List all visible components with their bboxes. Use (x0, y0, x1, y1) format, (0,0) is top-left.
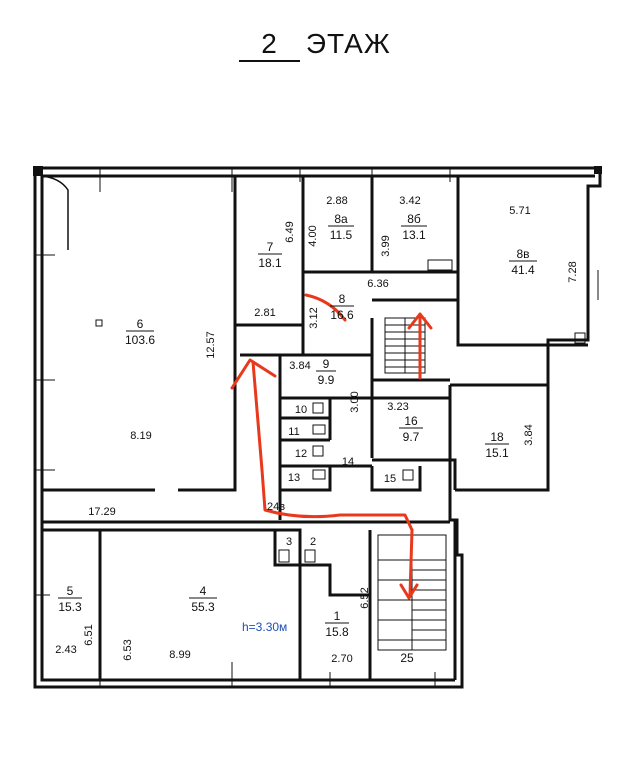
dim-5-71: 5.71 (509, 205, 530, 217)
dim-6-52: 6.52 (359, 587, 371, 608)
room-8: 8 16.6 (330, 292, 354, 322)
small-room-11: 11 (288, 426, 299, 438)
room-labels: 6 103.6 7 18.1 8а 11.5 8б 13.1 8в 41.4 8… (58, 212, 537, 639)
dim-12-57: 12.57 (205, 331, 217, 359)
room-area: 103.6 (125, 333, 155, 347)
room-name: 8в (516, 247, 529, 261)
room-6: 6 103.6 (125, 317, 155, 347)
dim-7-28: 7.28 (567, 261, 579, 282)
room-area: 55.3 (191, 600, 215, 614)
small-room-12: 12 (295, 448, 307, 460)
room-area: 15.8 (325, 625, 349, 639)
room-area: 15.1 (485, 446, 509, 460)
dim-6-49: 6.49 (284, 221, 296, 242)
room-4: 4 55.3 (189, 584, 217, 614)
room-name: 8 (339, 292, 346, 306)
room-9: 9 9.9 (316, 357, 336, 387)
dim-3-23: 3.23 (387, 401, 408, 413)
small-room-14: 14 (342, 456, 354, 468)
outer-walls (33, 166, 602, 689)
small-room-3: 3 (286, 536, 292, 548)
dim-2-70: 2.70 (331, 653, 352, 665)
room-name: 7 (267, 240, 274, 254)
small-room-2: 2 (310, 536, 316, 548)
dim-2-43: 2.43 (55, 644, 76, 656)
dim-4-00: 4.00 (307, 225, 319, 246)
dim-3-12: 3.12 (308, 307, 320, 328)
room-area: 9.9 (318, 373, 335, 387)
room-name: 1 (334, 609, 341, 623)
dim-8-19: 8.19 (130, 430, 151, 442)
room-7: 7 18.1 (258, 240, 282, 270)
dim-3-42: 3.42 (399, 195, 420, 207)
dim-17-29: 17.29 (88, 506, 116, 518)
small-room-15: 15 (384, 473, 396, 485)
interior-walls (42, 176, 588, 680)
room-area: 41.4 (511, 263, 535, 277)
room-area: 13.1 (402, 228, 426, 242)
dim-3-84: 3.84 (289, 360, 310, 372)
room-8v: 8в 41.4 (509, 247, 537, 277)
room-area: 16.6 (330, 308, 354, 322)
corridor-label: 24в (267, 501, 285, 513)
room-5: 5 15.3 (58, 584, 82, 614)
room-16: 16 9.7 (399, 414, 423, 444)
dim-3-84-b: 3.84 (523, 424, 535, 445)
room-area: 15.3 (58, 600, 82, 614)
small-room-13: 13 (288, 472, 300, 484)
room-1: 1 15.8 (325, 609, 349, 639)
dimension-labels: 6.49 2.88 3.42 5.71 4.00 3.99 7.28 6.36 … (55, 195, 579, 665)
room-name: 8а (334, 212, 348, 226)
room-name: 9 (323, 357, 330, 371)
stair-upper (384, 317, 426, 374)
small-room-labels: 10 11 12 13 14 15 3 2 (286, 404, 396, 548)
dim-2-81: 2.81 (254, 307, 275, 319)
room-8b: 8б 13.1 (401, 212, 427, 242)
ceiling-height: h=3.30м (242, 620, 287, 634)
evacuation-route (230, 293, 433, 600)
dim-6-53: 6.53 (122, 639, 134, 660)
room-8a: 8а 11.5 (328, 212, 354, 242)
room-name: 8б (407, 212, 421, 226)
floor-label: ЭТАЖ (305, 28, 391, 59)
room-name: 18 (490, 430, 504, 444)
floor-number: 2 (239, 28, 300, 62)
room-18: 18 15.1 (485, 430, 509, 460)
room-area: 11.5 (330, 228, 353, 242)
dim-3-99: 3.99 (380, 235, 392, 256)
room-area: 18.1 (258, 256, 282, 270)
room-name: 4 (200, 584, 207, 598)
room-name: 16 (404, 414, 418, 428)
fixtures (95, 259, 586, 563)
dim-6-51: 6.51 (83, 624, 95, 645)
room-area: 9.7 (403, 430, 420, 444)
dim-6-36: 6.36 (367, 278, 388, 290)
room-name: 6 (137, 317, 144, 331)
dim-3-00: 3.00 (349, 391, 361, 412)
small-room-10: 10 (295, 404, 307, 416)
stair-label: 25 (400, 651, 414, 665)
dim-8-99: 8.99 (169, 649, 190, 661)
room-name: 5 (67, 584, 74, 598)
dim-2-88: 2.88 (326, 195, 347, 207)
